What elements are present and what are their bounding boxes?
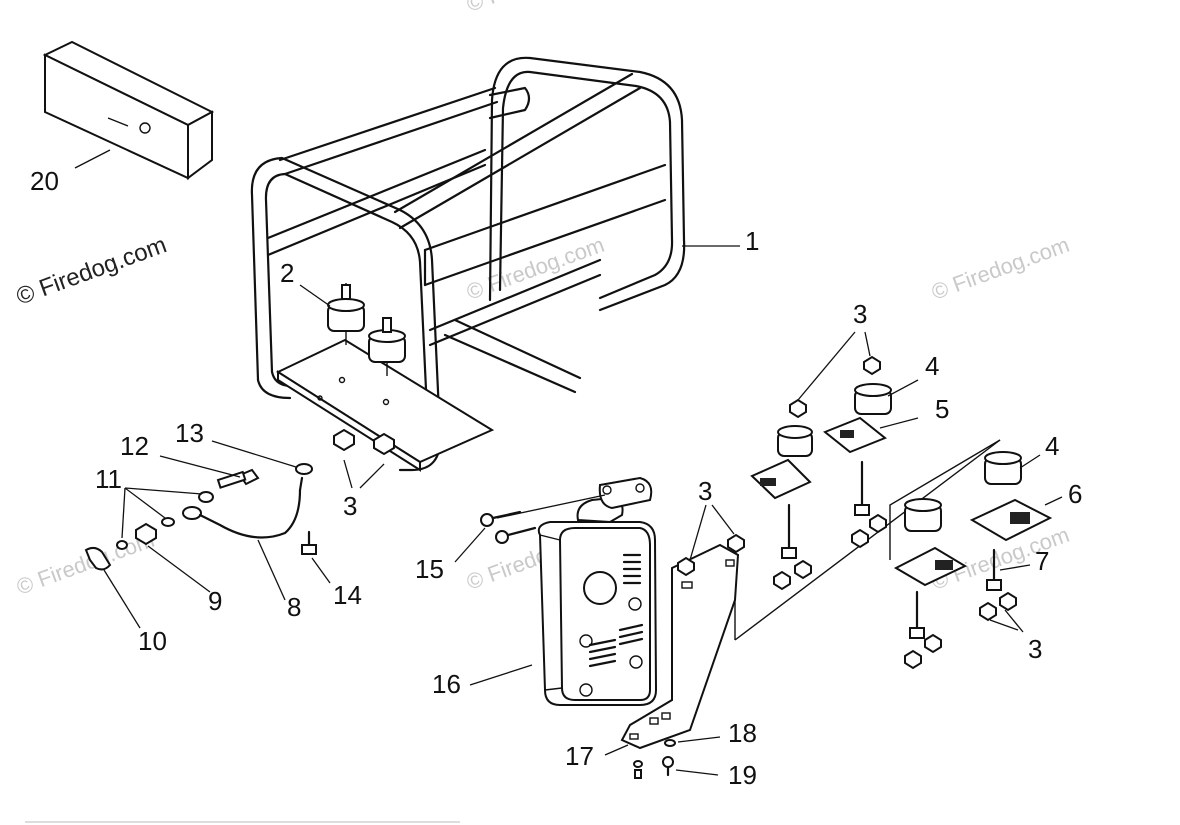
- callout-2: 2: [280, 258, 294, 288]
- callout-10: 10: [138, 626, 167, 656]
- part-3-nuts-base: [773, 355, 1017, 670]
- callout-13: 13: [175, 418, 204, 448]
- watermark: © Firedog.com: [13, 231, 170, 310]
- callout-19: 19: [728, 760, 757, 790]
- leader-lines: [74, 149, 1063, 776]
- callout-20: 20: [30, 166, 59, 196]
- part-4-rubber-mounts: [777, 383, 1022, 532]
- callout-4: 4: [925, 351, 939, 381]
- callout-3: 3: [343, 491, 357, 521]
- watermark: © Firedog.com: [463, 232, 607, 305]
- part-5-6-brackets: [750, 416, 1053, 587]
- callout-numbers: 1 2 3 3 3 3 4 4 5 6 7 8 9 10 11 12 13 14…: [30, 166, 1082, 790]
- callout-11: 11: [95, 464, 122, 494]
- callout-3: 3: [1028, 634, 1042, 664]
- callout-7: 7: [1035, 546, 1049, 576]
- callout-3: 3: [853, 299, 867, 329]
- part-15-bolts: [480, 510, 537, 544]
- ground-wire-assembly: [84, 463, 317, 571]
- callout-15: 15: [415, 554, 444, 584]
- watermark: © Firedog.com: [463, 0, 607, 17]
- part-7-bolts: [781, 460, 1002, 639]
- part-2-rubber-mounts: [327, 283, 406, 376]
- callout-8: 8: [287, 592, 301, 622]
- callout-1: 1: [745, 226, 759, 256]
- part-16-muffler: [537, 476, 658, 706]
- callout-3: 3: [698, 476, 712, 506]
- watermark: © Firedog.com: [928, 232, 1072, 305]
- part-1-frame: [250, 56, 686, 472]
- callout-12: 12: [120, 431, 149, 461]
- part-17-bracket: [620, 533, 745, 750]
- part-18-19-hardware: [633, 739, 676, 779]
- part-3-nuts-frame: [333, 428, 395, 456]
- callout-6: 6: [1068, 479, 1082, 509]
- callout-14: 14: [333, 580, 362, 610]
- callout-17: 17: [565, 741, 594, 771]
- callout-18: 18: [728, 718, 757, 748]
- callout-4: 4: [1045, 431, 1059, 461]
- callout-9: 9: [208, 586, 222, 616]
- callout-16: 16: [432, 669, 461, 699]
- callout-5: 5: [935, 394, 949, 424]
- part-20-cover-box: [42, 40, 215, 180]
